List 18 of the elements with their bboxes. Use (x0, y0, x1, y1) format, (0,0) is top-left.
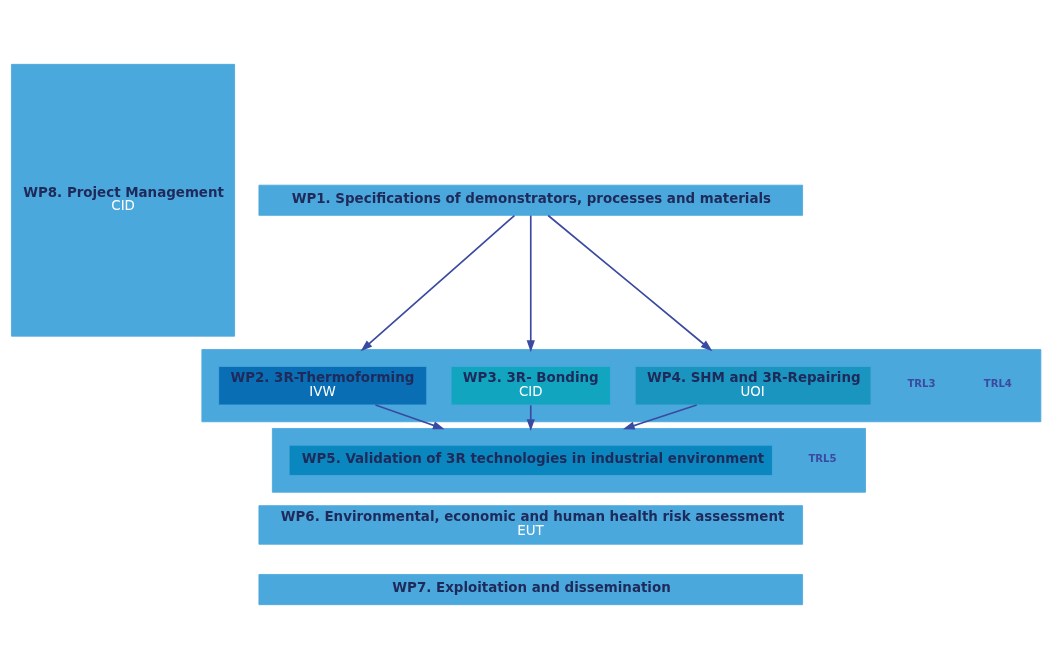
label: TRL5 (808, 452, 837, 464)
label: TRL4 (983, 377, 1012, 389)
node-box: WP4. SHM and 3R-Repairing UOI (634, 365, 872, 405)
node-box: WP1. Specifications of demonstrators, processes and materials (258, 184, 803, 216)
node-box: WP3. 3R- Bonding CID (450, 365, 611, 405)
arrow (374, 403, 445, 429)
node-box: WP6. Environmental, economic and human health risk assessment EUT (258, 504, 803, 545)
arrow (526, 214, 535, 352)
node-box: WP5. Validation of 3R technologies in industrial environment (288, 444, 773, 476)
label: TRL3 (907, 377, 936, 389)
node-box: WP8. Project Management CID (11, 63, 236, 337)
node-box: WP7. Exploitation and dissemination (258, 573, 803, 605)
node-box: WP2. 3R-Thermoforming IVW (218, 365, 428, 405)
arrow (526, 403, 535, 431)
arrow (622, 403, 698, 429)
arrow (547, 214, 713, 351)
cluster (271, 427, 866, 493)
arrow (360, 214, 516, 351)
